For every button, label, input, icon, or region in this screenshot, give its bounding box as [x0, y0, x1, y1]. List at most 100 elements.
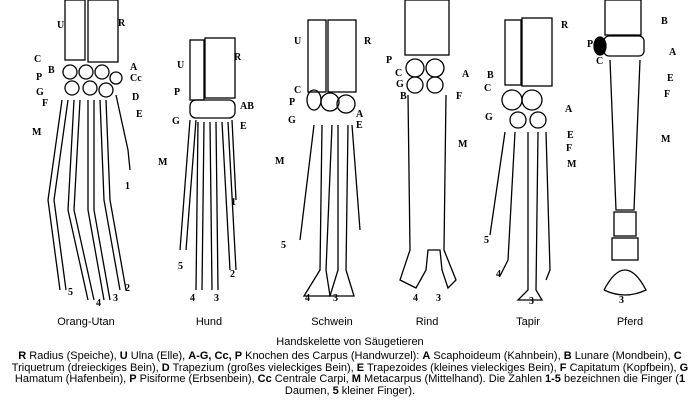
- label-finger-3: 3: [619, 295, 624, 306]
- label-finger-3: 3: [113, 293, 118, 304]
- label-triquetrum: C: [294, 85, 302, 96]
- label-radius: R: [561, 20, 569, 31]
- label-finger-2: 2: [230, 269, 235, 280]
- caption-key: R: [18, 350, 27, 362]
- label-finger-1: 1: [125, 181, 130, 192]
- caption-text: kleiner Finger).: [338, 384, 416, 397]
- label-triquetrum: C: [484, 83, 492, 94]
- label-finger-4: 4: [413, 293, 418, 304]
- caption-text: Hamatum (Hafenbein),: [14, 373, 130, 385]
- label-finger-1: 1: [231, 197, 236, 208]
- caption-key: E: [356, 361, 365, 374]
- caption-text: Pisiforme (Erbsenbein),: [136, 373, 258, 385]
- label-triquetrum: C: [596, 56, 604, 67]
- caption-key: A-G, Cc, P: [188, 350, 243, 362]
- label-scaphoideum: A: [462, 69, 470, 80]
- label-hamatum: G: [396, 79, 404, 90]
- caption-text: Die Zahlen: [488, 373, 546, 385]
- label-hamatum: G: [172, 116, 180, 127]
- animal-name-schwein: Schwein: [311, 316, 353, 328]
- caption-key: 5: [332, 384, 339, 397]
- animal-name-orang-utan: Orang-Utan: [57, 316, 115, 328]
- label-metacarpus: M: [275, 156, 285, 167]
- caption-key: 1: [678, 373, 686, 385]
- caption-text: Knochen des Carpus (Handwurzel):: [242, 350, 423, 362]
- label-triquetrum: C: [34, 54, 42, 65]
- label-finger-4: 4: [496, 269, 501, 280]
- label-finger-3: 3: [214, 293, 219, 304]
- label-finger-5: 5: [484, 235, 489, 246]
- caption-text: Lunare (Mondbein),: [571, 350, 674, 362]
- label-hamatum: G: [36, 87, 44, 98]
- animal-name-hund: Hund: [195, 316, 223, 328]
- label-capitatum: F: [664, 89, 671, 100]
- label-radius: R: [234, 52, 242, 63]
- caption-key: U: [119, 350, 128, 362]
- label-triquetrum: C: [395, 68, 403, 79]
- label-pisiforme: P: [587, 39, 594, 50]
- rind-skeleton: [399, 0, 457, 290]
- label-finger-2: 2: [125, 283, 130, 294]
- label-radius: R: [118, 18, 126, 29]
- caption-key: P: [129, 373, 137, 385]
- label-metacarpus: M: [32, 127, 42, 138]
- label-finger-3: 3: [436, 293, 441, 304]
- label-scaphoideum: A: [130, 62, 138, 73]
- label-scaphoideum: A: [565, 104, 573, 115]
- label-trapezoides: E: [136, 109, 143, 120]
- label-finger-3: 3: [529, 296, 534, 307]
- caption-text: Metacarpus (Mittelhand).: [360, 373, 489, 385]
- caption-text: Scaphoideum (Kahnbein),: [430, 350, 564, 362]
- animal-name-rind: Rind: [415, 316, 439, 328]
- label-ulna: U: [57, 20, 65, 31]
- caption-text: Daumen,: [284, 384, 333, 397]
- label-finger-5: 5: [68, 287, 73, 298]
- label-finger-5: 5: [281, 240, 286, 251]
- label-capitatum: F: [42, 98, 49, 109]
- label-capitatum: F: [456, 91, 463, 102]
- label-finger-3: 3: [333, 293, 338, 304]
- label-centrale: Cc: [130, 73, 142, 84]
- label-metacarpus: M: [458, 139, 468, 150]
- label-trapezoides: E: [667, 73, 674, 84]
- label-pisiforme: P: [289, 97, 296, 108]
- schwein-skeleton: [299, 19, 361, 297]
- label-pisiforme: P: [36, 72, 43, 83]
- label-lunare: B: [487, 70, 494, 81]
- caption-key: A: [422, 350, 431, 362]
- orang-utan-skeleton: [47, 0, 131, 301]
- caption-text: Trapezoides (kleines vieleckiges Bein),: [364, 361, 560, 374]
- label-trapezium: D: [132, 92, 140, 103]
- label-metacarpus: M: [567, 159, 577, 170]
- caption-key: G: [679, 361, 689, 374]
- skeleton-illustrations: [47, 0, 647, 301]
- caption-text: Centrale Carpi,: [271, 373, 352, 385]
- hund-skeleton: [179, 37, 237, 291]
- label-finger-4: 4: [190, 293, 195, 304]
- figure-caption: R Radius (Speiche), U Ulna (Elle), A-G, …: [10, 350, 690, 397]
- label-radius: R: [364, 36, 372, 47]
- caption-key: F: [559, 361, 567, 374]
- caption-key: 1-5: [545, 373, 561, 385]
- caption-key: C: [673, 350, 682, 362]
- animal-name-tapir: Tapir: [516, 316, 540, 328]
- label-scaphoideum-lunare: AB: [240, 101, 254, 112]
- pferd-skeleton: [593, 0, 647, 296]
- label-trapezoides: E: [240, 121, 247, 132]
- caption-key: D: [161, 361, 170, 374]
- caption-text: Triquetrum (dreieckiges Bein),: [11, 361, 162, 374]
- caption-key: M: [351, 373, 361, 385]
- label-finger-4: 4: [96, 298, 101, 309]
- label-ulna: U: [294, 36, 302, 47]
- label-hamatum: G: [288, 115, 296, 126]
- figure-title: Handskelette von Säugetieren: [276, 336, 424, 348]
- label-metacarpus: M: [158, 157, 168, 168]
- tapir-skeleton: [489, 17, 553, 301]
- caption-text: bezeichnen die Finger (: [560, 373, 679, 385]
- caption-text: Radius (Speiche),: [26, 350, 120, 362]
- label-ulna: U: [177, 60, 185, 71]
- label-pisiforme: P: [386, 55, 393, 66]
- label-lunare: B: [48, 65, 55, 76]
- label-capitatum: F: [566, 143, 573, 154]
- label-pisiforme: P: [174, 87, 181, 98]
